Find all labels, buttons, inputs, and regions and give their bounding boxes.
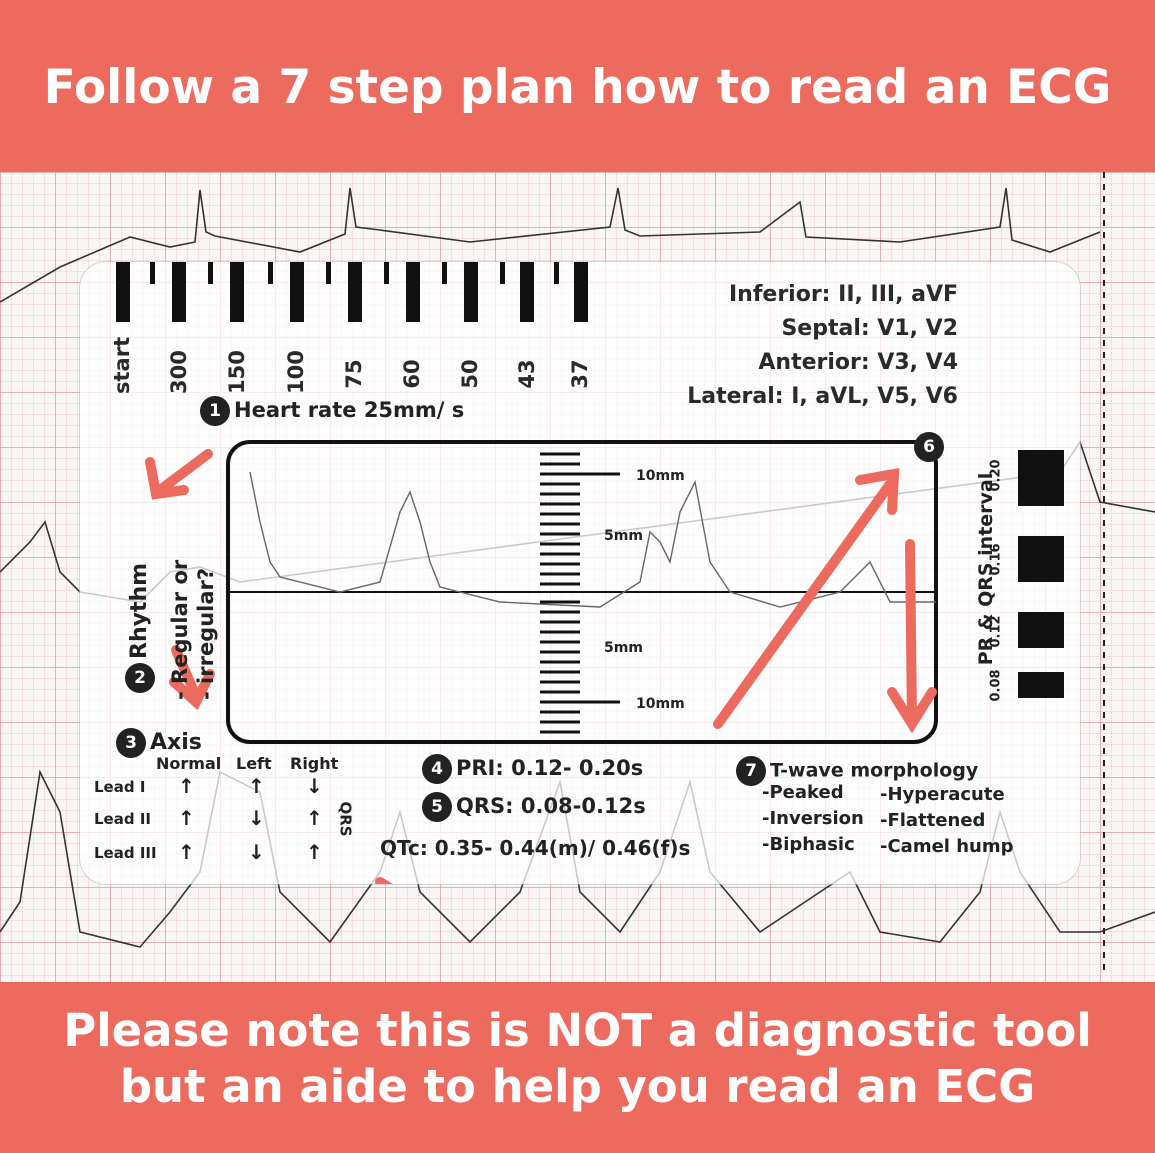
- rate-label-50: 50: [458, 359, 482, 389]
- axis-lead-3-right: ↑: [306, 840, 323, 864]
- axis-header-right: Right: [290, 754, 339, 773]
- axis-header-left: Left: [236, 754, 272, 773]
- step-2-label: Rhythm: [127, 562, 152, 659]
- rate-label-150: 150: [225, 350, 249, 394]
- step-1-label: Heart rate 25mm/ s: [234, 398, 465, 422]
- step-1-number: 1: [200, 396, 230, 426]
- card-graphics: [116, 262, 1064, 884]
- t-wave-biphasic: -Biphasic: [762, 834, 855, 855]
- bottom-banner-line-2: but an aide to help you read an ECG: [119, 1060, 1036, 1113]
- mm-label-top-5: 5mm: [604, 528, 643, 544]
- rate-label-37: 37: [568, 359, 592, 389]
- step-2-line1: - Regular or: [168, 559, 192, 700]
- step-7-label: T-wave morphology: [770, 759, 979, 782]
- t-wave-camel-hump: -Camel hump: [880, 836, 1014, 857]
- step-5-number: 5: [422, 792, 452, 822]
- step-3-number: 3: [116, 728, 146, 758]
- ecg-card-photo: start 300 150 100 75 60 50 43 37 Inferio…: [0, 172, 1155, 982]
- ecg-ruler-card: start 300 150 100 75 60 50 43 37 Inferio…: [80, 262, 1080, 884]
- axis-lead-3-left: ↓: [248, 840, 265, 864]
- ecg-trace-top: [0, 187, 1101, 303]
- lead-anterior: Anterior: V3, V4: [758, 350, 958, 375]
- window-ecg-trace: [249, 471, 936, 608]
- step-2-number: 2: [125, 663, 155, 693]
- mm-label-bottom-5: 5mm: [604, 640, 643, 656]
- t-wave-hyperacute: -Hyperacute: [880, 784, 1005, 805]
- rate-label-100: 100: [284, 350, 308, 394]
- axis-qrs-label: QRS: [336, 801, 355, 837]
- axis-lead-1-normal: ↑: [178, 774, 195, 798]
- rate-label-300: 300: [167, 350, 191, 394]
- rate-label-43: 43: [515, 359, 539, 389]
- t-wave-inversion: -Inversion: [762, 808, 864, 829]
- mm-scale-ticks: [540, 452, 620, 734]
- top-banner-text: Follow a 7 step plan how to read an ECG: [43, 60, 1112, 115]
- qtc-range: QTc: 0.35- 0.44(m)/ 0.46(f)s: [380, 836, 691, 860]
- interval-value-0-20: 0.20: [988, 459, 1004, 492]
- step-2: 2 Rhythm: [125, 453, 155, 693]
- axis-lead-1-left: ↑: [248, 774, 265, 798]
- interval-value-0-12: 0.12: [988, 615, 1004, 648]
- mm-label-bottom-10: 10mm: [636, 696, 685, 712]
- lead-inferior: Inferior: II, III, aVF: [728, 282, 958, 307]
- bottom-banner: Please note this is NOT a diagnostic too…: [0, 982, 1155, 1153]
- rate-ruler-bars: [116, 262, 588, 322]
- step-6-number: 6: [914, 432, 944, 462]
- mm-label-top-10: 10mm: [636, 468, 685, 484]
- step-5-label: QRS: 0.08-0.12s: [456, 794, 646, 818]
- axis-lead-1-right: ↓: [306, 774, 323, 798]
- axis-lead-3: Lead III: [94, 844, 157, 862]
- axis-lead-2-normal: ↑: [178, 806, 195, 830]
- rate-label-60: 60: [400, 359, 424, 389]
- t-wave-flattened: -Flattened: [880, 810, 986, 831]
- step-3-label: Axis: [150, 730, 202, 755]
- axis-lead-1: Lead I: [94, 778, 146, 796]
- lead-groups: Inferior: II, III, aVF Septal: V1, V2 An…: [687, 278, 958, 414]
- step-7-number: 7: [736, 756, 766, 786]
- lead-septal: Septal: V1, V2: [781, 316, 958, 341]
- step-6: 6: [914, 432, 948, 462]
- axis-lead-3-normal: ↑: [178, 840, 195, 864]
- axis-header-normal: Normal: [156, 754, 222, 773]
- interval-value-0-08: 0.08: [988, 669, 1004, 702]
- axis-lead-2-right: ↑: [306, 806, 323, 830]
- lead-lateral: Lateral: I, aVL, V5, V6: [687, 384, 958, 409]
- bottom-banner-line-1: Please note this is NOT a diagnostic too…: [63, 1004, 1092, 1057]
- t-wave-peaked: -Peaked: [762, 782, 844, 803]
- axis-lead-2: Lead II: [94, 810, 151, 828]
- interval-value-0-16: 0.16: [988, 543, 1004, 576]
- step-2-line2: - irregular?: [194, 567, 218, 700]
- step-4-label: PRI: 0.12- 0.20s: [456, 756, 644, 780]
- rate-label-start: start: [110, 336, 134, 394]
- axis-lead-2-left: ↓: [248, 806, 265, 830]
- rate-label-75: 75: [342, 359, 366, 389]
- step-4-number: 4: [422, 754, 452, 784]
- top-banner: Follow a 7 step plan how to read an ECG: [0, 0, 1155, 172]
- red-arrows: [145, 449, 937, 884]
- interval-blocks: [1018, 450, 1064, 698]
